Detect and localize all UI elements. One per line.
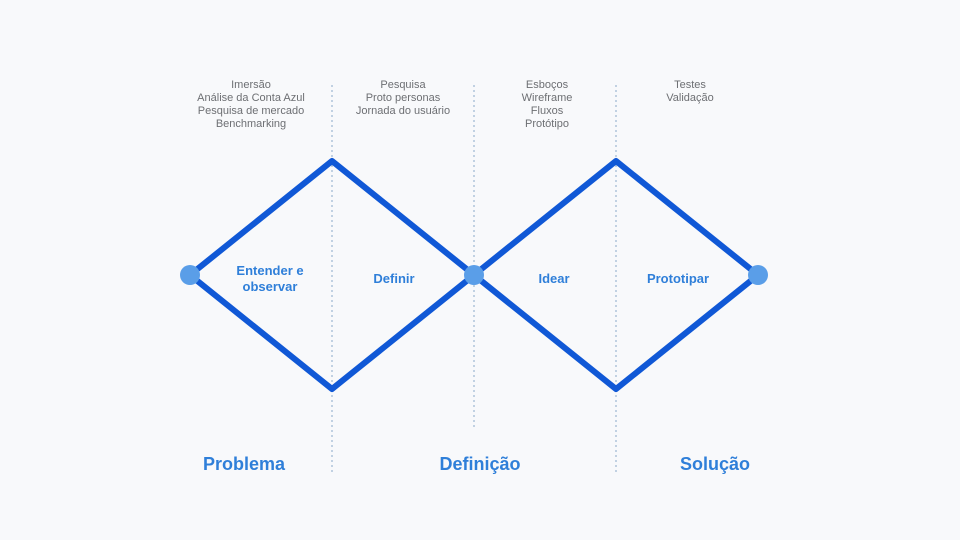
activity-item: Esboços xyxy=(525,79,569,91)
end-node xyxy=(748,265,768,285)
activity-item: Pesquisa xyxy=(380,79,426,91)
activities-ideate: Esboços Wireframe Fluxos Protótipo xyxy=(472,79,622,131)
phase-label-define: Definir xyxy=(373,271,415,286)
activity-item: Benchmarking xyxy=(215,118,287,130)
activity-item: Imersão xyxy=(231,79,271,91)
activities-prototype: Testes Validação xyxy=(615,79,765,105)
phase-label-prototype: Prototipar xyxy=(646,271,710,286)
phase-label-understand: Entender e observar xyxy=(210,263,330,295)
stage-label-solution: Solução xyxy=(679,454,750,474)
activity-item: Wireframe xyxy=(521,92,573,104)
activity-item: Protótipo xyxy=(524,118,570,130)
activities-discover: Imersão Análise da Conta Azul Pesquisa d… xyxy=(176,79,326,131)
phase-label-line: observar xyxy=(242,279,298,294)
activities-define: Pesquisa Proto personas Jornada do usuár… xyxy=(328,79,478,118)
activity-item: Fluxos xyxy=(530,105,564,117)
activity-item: Validação xyxy=(666,92,714,104)
phase-label-line: Entender e xyxy=(236,263,304,278)
stage-label-problem: Problema xyxy=(202,454,286,474)
activity-item: Jornada do usuário xyxy=(355,105,451,117)
start-node xyxy=(180,265,200,285)
activity-item: Análise da Conta Azul xyxy=(197,92,305,104)
stage-label-definition: Definição xyxy=(439,454,521,474)
activity-item: Proto personas xyxy=(365,92,441,104)
activity-item: Pesquisa de mercado xyxy=(197,105,305,117)
activity-item: Testes xyxy=(674,79,706,91)
phase-label-ideate: Idear xyxy=(538,271,570,286)
middle-node xyxy=(464,265,484,285)
